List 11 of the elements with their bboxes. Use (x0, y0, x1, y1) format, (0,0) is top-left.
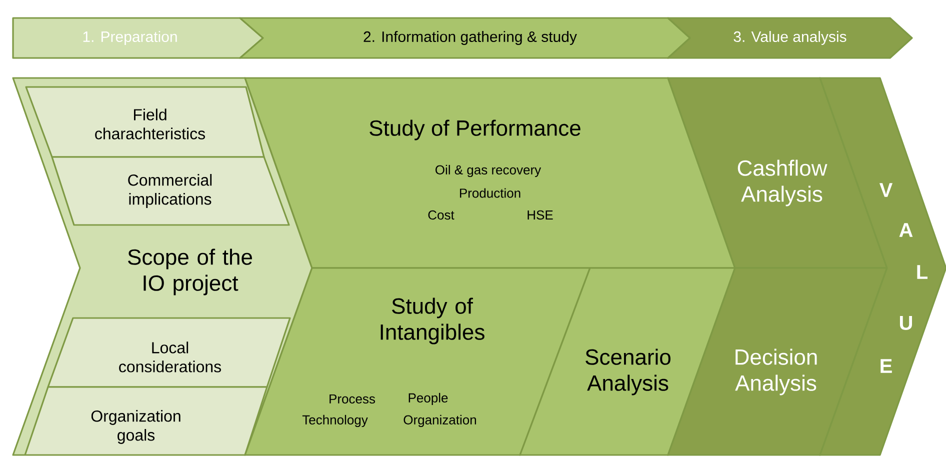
chevron-band: 2. Information gathering & study (239, 17, 691, 59)
parallelogram-box: Organization goals (24, 386, 268, 455)
parallelogram-box: Field charachteristics (25, 86, 265, 158)
node-label: L (917, 265, 928, 279)
chevron-band: 3. Value analysis (667, 17, 913, 59)
node-label: U (900, 316, 912, 330)
chevron-band: 1. Preparation (12, 17, 264, 59)
parallelogram-box: Local considerations (47, 317, 291, 388)
parallelogram-box: Scenario Analysis (519, 267, 736, 456)
node-label: A (899, 223, 913, 237)
parallelogram-box: Commercial implications (51, 156, 290, 226)
